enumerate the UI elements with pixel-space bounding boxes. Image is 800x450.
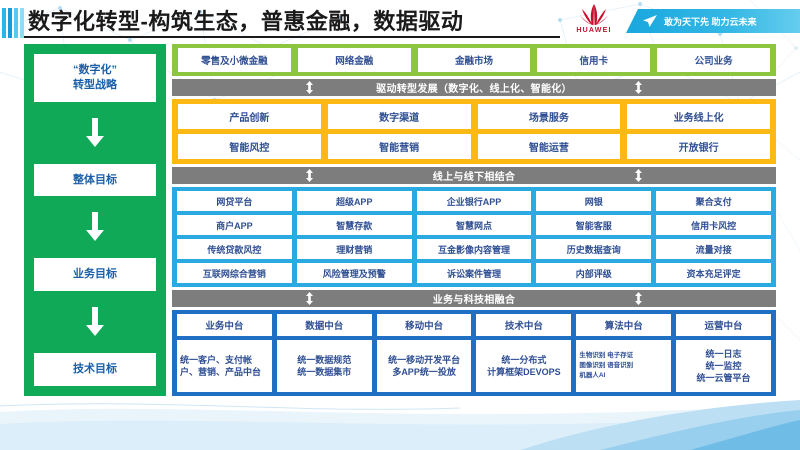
midplatform-body-5: 统一日志 统一监控 统一云管平台: [676, 340, 771, 392]
paper-plane-icon: [643, 15, 657, 27]
blue-cell-3-2[interactable]: 诉讼案件管理: [416, 263, 532, 283]
midplatform-column-data: 数据中台 统一数据规范 统一数据集市: [276, 314, 372, 392]
blue-cell-1-3[interactable]: 智能客服: [536, 215, 652, 235]
band-label: 业务与科技相融合: [432, 295, 516, 306]
midplatform-column-business: 业务中台 统一客户、支付帐户、营销、产品中台: [177, 314, 272, 392]
strategy-item-1[interactable]: 整体目标: [34, 163, 156, 197]
orange-cell-0-2[interactable]: 场景服务: [477, 104, 621, 129]
midplatform-head-2[interactable]: 移动中台: [376, 314, 472, 336]
orange-row-0: 产品创新 数字渠道 场景服务 业务线上化: [178, 104, 770, 129]
orange-row-1: 智能风控 智能营销 智能运营 开放银行: [178, 134, 770, 159]
down-arrow-icon: [86, 212, 104, 242]
navy-midplatform-section: 业务中台 统一客户、支付帐户、营销、产品中台 数据中台 统一数据规范 统一数据集…: [172, 310, 776, 396]
midplatform-body-4: 生物识别 电子存证 图像识别 语音识别 机器人AI: [576, 340, 672, 392]
slide-header: 数字化转型-构筑生态，普惠金融，数据驱动 HUAWEI 敢为天下先 助力云未来: [0, 0, 800, 42]
blue-cell-0-4[interactable]: 聚合支付: [656, 191, 771, 211]
orange-capability-section: 产品创新 数字渠道 场景服务 业务线上化 智能风控 智能营销 智能运营 开放银行: [172, 99, 776, 164]
blue-cell-1-0[interactable]: 商户APP: [177, 215, 292, 235]
blue-row-3: 互联网综合营销 风险管理及预警 诉讼案件管理 内部评级 资本充足评定: [177, 263, 771, 283]
updown-arrow-icon: [305, 292, 313, 305]
orange-cell-1-1[interactable]: 智能营销: [327, 134, 471, 159]
huawei-logo: HUAWEI: [568, 2, 620, 40]
band-drive-transformation: 驱动转型发展（数字化、线上化、智能化）: [172, 79, 776, 96]
down-arrow-icon: [86, 307, 104, 337]
blue-cell-2-0[interactable]: 传统贷款风控: [177, 239, 292, 259]
business-tab-2[interactable]: 金融市场: [417, 48, 531, 72]
blue-cell-0-0[interactable]: 网贷平台: [177, 191, 292, 211]
business-tab-3[interactable]: 信用卡: [537, 48, 651, 72]
blue-cell-0-3[interactable]: 网银: [536, 191, 652, 211]
midplatform-column-algorithm: 算法中台 生物识别 电子存证 图像识别 语音识别 机器人AI: [576, 314, 672, 392]
updown-arrow-icon: [305, 169, 313, 182]
slide-footer: DTEC Advanced Digital Technology 敢为天下先 助…: [0, 398, 800, 450]
updown-arrow-icon: [635, 292, 643, 305]
business-line-row: 零售及小微金融 网络金融 金融市场 信用卡 公司业务: [172, 44, 776, 76]
blue-cell-0-2[interactable]: 企业银行APP: [416, 191, 532, 211]
blue-row-1: 商户APP 智慧存款 智慧网点 智能客服 信用卡风控: [177, 215, 771, 235]
business-tab-4[interactable]: 公司业务: [657, 48, 770, 72]
updown-arrow-icon: [635, 169, 643, 182]
midplatform-head-4[interactable]: 算法中台: [576, 314, 672, 336]
midplatform-head-1[interactable]: 数据中台: [276, 314, 372, 336]
midplatform-body-2: 统一移动开发平台 多APP统一投放: [376, 340, 472, 392]
business-tab-1[interactable]: 网络金融: [297, 48, 411, 72]
blue-cell-1-2[interactable]: 智慧网点: [416, 215, 532, 235]
blue-cell-2-3[interactable]: 历史数据查询: [536, 239, 652, 259]
blue-cell-1-1[interactable]: 智慧存款: [296, 215, 412, 235]
midplatform-column-mobile: 移动中台 统一移动开发平台 多APP统一投放: [376, 314, 472, 392]
strategy-item-0[interactable]: “数字化” 转型战略: [34, 54, 156, 102]
band-online-offline: 线上与线下相结合: [172, 167, 776, 184]
orange-cell-0-3[interactable]: 业务线上化: [627, 104, 770, 129]
orange-cell-0-1[interactable]: 数字渠道: [327, 104, 471, 129]
orange-cell-0-0[interactable]: 产品创新: [178, 104, 321, 129]
blue-cell-3-4[interactable]: 资本充足评定: [656, 263, 771, 283]
band-label: 线上与线下相结合: [432, 172, 516, 183]
midplatform-body-0: 统一客户、支付帐户、营销、产品中台: [177, 340, 272, 392]
strategy-column: “数字化” 转型战略 整体目标 业务目标 技术目标: [24, 44, 166, 396]
layers-stack: 零售及小微金融 网络金融 金融市场 信用卡 公司业务 驱动转型发展（数字化、线上…: [172, 44, 776, 396]
band-label: 驱动转型发展（数字化、线上化、智能化）: [376, 84, 572, 95]
decorative-stripe-bars: [2, 8, 24, 38]
blue-row-0: 网贷平台 超级APP 企业银行APP 网银 聚合支付: [177, 191, 771, 211]
band-business-tech: 业务与科技相融合: [172, 290, 776, 307]
updown-arrow-icon: [305, 81, 313, 94]
midplatform-column-tech: 技术中台 统一分布式 计算框架DEVOPS: [476, 314, 572, 392]
down-arrow-icon: [86, 117, 104, 147]
blue-cell-2-2[interactable]: 互金影像内容管理: [416, 239, 532, 259]
strategy-item-2[interactable]: 业务目标: [34, 258, 156, 292]
midplatform-body-1: 统一数据规范 统一数据集市: [276, 340, 372, 392]
orange-cell-1-0[interactable]: 智能风控: [178, 134, 321, 159]
strategy-item-3[interactable]: 技术目标: [34, 353, 156, 386]
blue-cell-3-3[interactable]: 内部评级: [536, 263, 652, 283]
huawei-slogan-banner: 敢为天下先 助力云未来: [626, 9, 800, 33]
footer-wave-decoration: [0, 400, 800, 450]
blue-application-section: 网贷平台 超级APP 企业银行APP 网银 聚合支付 商户APP 智慧存款 智慧…: [172, 187, 776, 287]
page-title: 数字化转型-构筑生态，普惠金融，数据驱动: [28, 9, 464, 34]
orange-cell-1-3[interactable]: 开放银行: [627, 134, 770, 159]
blue-cell-2-1[interactable]: 理财营销: [296, 239, 412, 259]
blue-cell-1-4[interactable]: 信用卡风控: [656, 215, 771, 235]
huawei-wordmark: HUAWEI: [576, 27, 612, 34]
midplatform-body-3: 统一分布式 计算框架DEVOPS: [476, 340, 572, 392]
diagram-body: “数字化” 转型战略 整体目标 业务目标 技术目标 零售及小微金融 网络金融 金…: [24, 44, 776, 396]
blue-cell-3-0[interactable]: 互联网综合营销: [177, 263, 292, 283]
orange-cell-1-2[interactable]: 智能运营: [477, 134, 621, 159]
huawei-flower-icon: [580, 4, 608, 26]
midplatform-columns: 业务中台 统一客户、支付帐户、营销、产品中台 数据中台 统一数据规范 统一数据集…: [177, 314, 771, 392]
midplatform-head-0[interactable]: 业务中台: [177, 314, 272, 336]
midplatform-head-5[interactable]: 运营中台: [676, 314, 771, 336]
business-tab-0[interactable]: 零售及小微金融: [178, 48, 291, 72]
updown-arrow-icon: [635, 81, 643, 94]
blue-cell-0-1[interactable]: 超级APP: [296, 191, 412, 211]
huawei-slogan-text: 敢为天下先 助力云未来: [664, 16, 757, 27]
title-underline: [24, 36, 560, 38]
midplatform-head-3[interactable]: 技术中台: [476, 314, 572, 336]
blue-row-2: 传统贷款风控 理财营销 互金影像内容管理 历史数据查询 流量对接: [177, 239, 771, 259]
midplatform-column-operations: 运营中台 统一日志 统一监控 统一云管平台: [676, 314, 771, 392]
blue-cell-3-1[interactable]: 风险管理及预警: [296, 263, 412, 283]
blue-cell-2-4[interactable]: 流量对接: [656, 239, 771, 259]
